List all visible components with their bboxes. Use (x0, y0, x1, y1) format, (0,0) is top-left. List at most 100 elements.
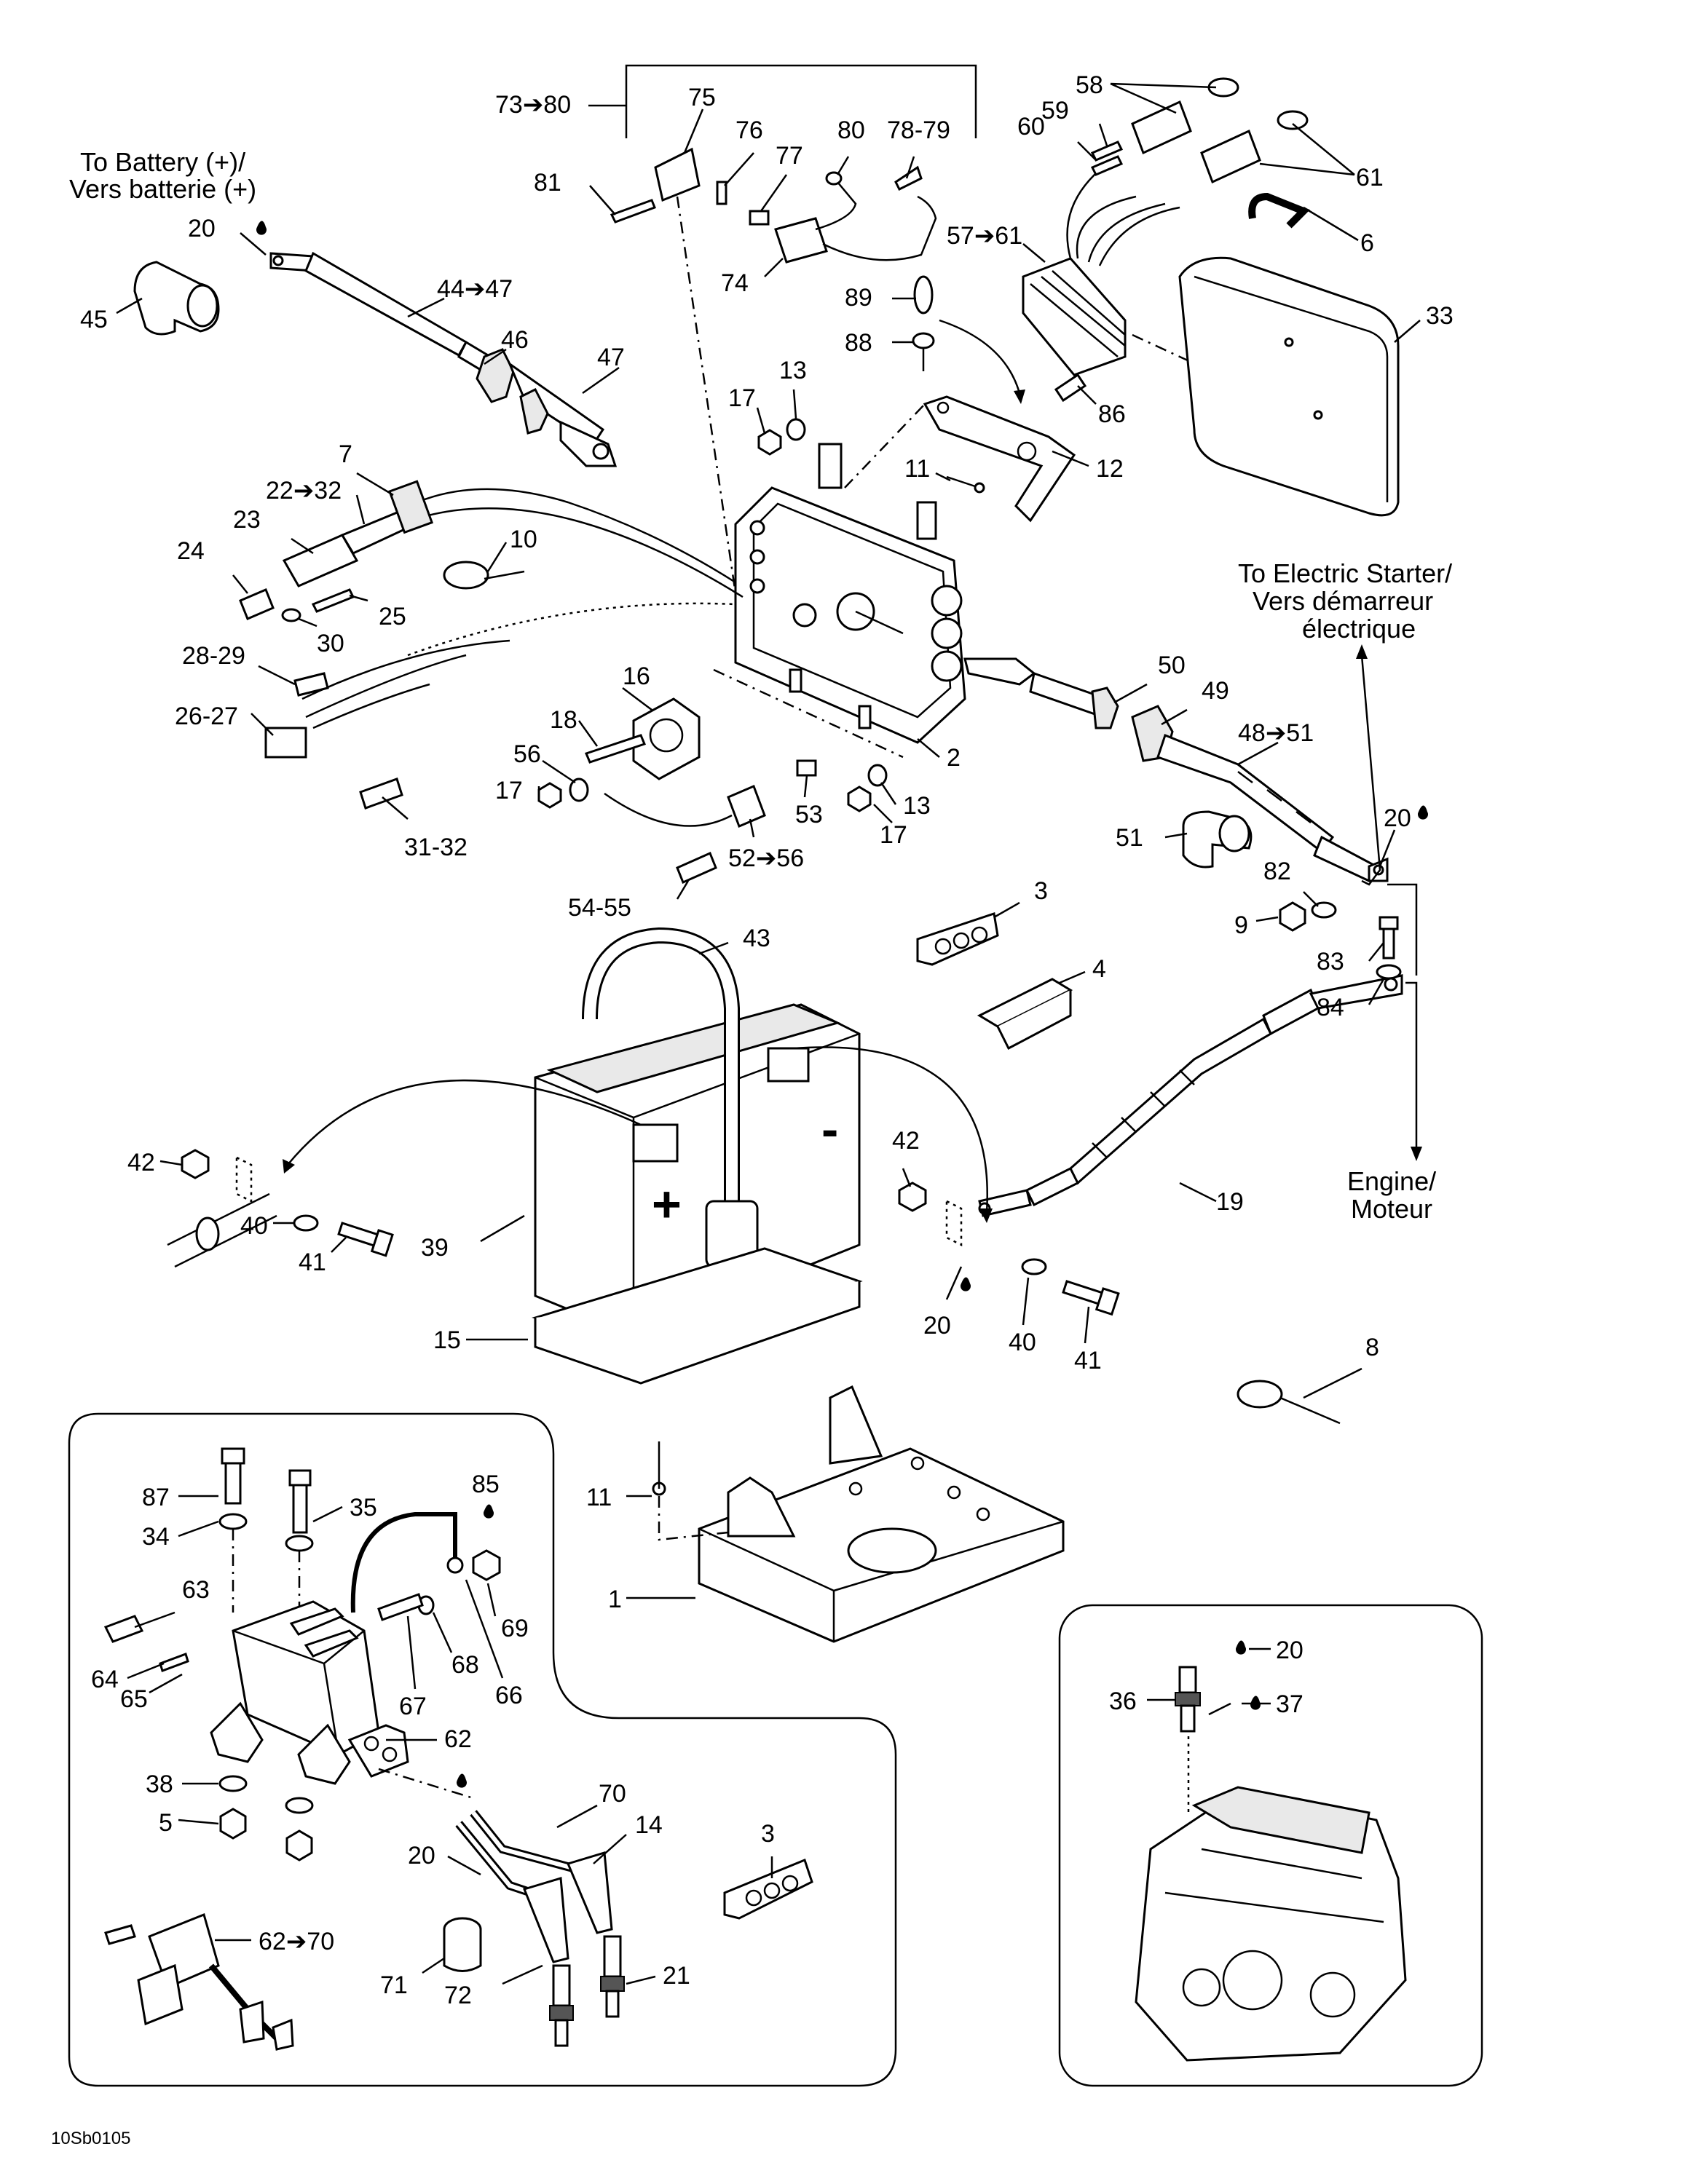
rivet-11-top (946, 475, 985, 494)
terminal-64-65 (159, 1653, 189, 1672)
label-37: 37 (1276, 1690, 1304, 1718)
spark-plug-21a (600, 1935, 625, 2018)
label-72: 72 (444, 1982, 472, 2009)
label-17-left: 17 (495, 777, 523, 804)
kit-bracket (625, 64, 977, 138)
drawing-number: 10Sb0105 (51, 2129, 130, 2148)
terminal-25 (311, 588, 355, 613)
label-80: 80 (837, 116, 865, 144)
electrical-box-2 (734, 443, 966, 744)
label-1: 1 (608, 1586, 622, 1613)
leader-lines (116, 82, 1421, 1985)
label-64: 64 (91, 1666, 119, 1693)
bolt-81 (610, 199, 656, 223)
connector-58b (1200, 129, 1261, 184)
label-42-left: 42 (127, 1149, 155, 1176)
label-9: 9 (1234, 911, 1248, 939)
label-58: 58 (1076, 71, 1103, 99)
label-13-top: 13 (779, 357, 807, 384)
tube-54-55 (676, 851, 717, 885)
bolt-41-right (1062, 1280, 1120, 1316)
label-17-top: 17 (728, 384, 756, 412)
label-3-top: 3 (1034, 877, 1048, 905)
label-21: 21 (663, 1962, 690, 1990)
note-starter-line2: Vers démarreur (1253, 586, 1433, 616)
label-47: 47 (597, 344, 625, 371)
label-69: 69 (501, 1615, 529, 1642)
label-20-mid: 20 (923, 1312, 951, 1340)
label-41-left: 41 (299, 1249, 326, 1276)
part-labels: 73➔80 75 76 77 80 78-79 81 74 58 59 60 6… (80, 71, 1454, 2009)
label-34: 34 (142, 1523, 170, 1551)
label-48-51: 48➔51 (1238, 719, 1314, 747)
washer-34b (285, 1535, 314, 1552)
label-57-61: 57➔61 (947, 222, 1022, 250)
label-82: 82 (1263, 858, 1291, 885)
nut-17-right (847, 786, 872, 812)
label-3-inset: 3 (761, 1820, 775, 1848)
note-battery-line2: Vers batterie (+) (69, 174, 256, 204)
terminal-78-79 (894, 165, 923, 191)
solenoid-16 (632, 697, 701, 780)
label-11-top: 11 (904, 455, 930, 483)
washer-56 (569, 778, 589, 802)
fuse-53 (796, 759, 817, 777)
label-12: 12 (1096, 455, 1124, 483)
tie-89 (913, 275, 934, 314)
label-13-right: 13 (903, 792, 931, 820)
terminal-80 (825, 171, 843, 186)
label-88: 88 (845, 329, 872, 357)
ignition-coil-62 (210, 1600, 409, 1785)
connector-74 (774, 181, 937, 264)
label-8: 8 (1365, 1334, 1379, 1361)
label-53: 53 (795, 801, 823, 828)
engine-block (1135, 1786, 1407, 2062)
label-40-left: 40 (240, 1212, 268, 1240)
label-56: 56 (513, 740, 541, 768)
note-starter-line1: To Electric Starter/ (1238, 558, 1452, 588)
washer-34 (218, 1513, 248, 1530)
nut-9 (1279, 901, 1306, 932)
label-26-27: 26-27 (175, 703, 238, 730)
connector-24 (239, 588, 275, 620)
support-3 (916, 912, 999, 966)
ht-cables-70 (455, 1810, 613, 1963)
label-65: 65 (120, 1685, 148, 1713)
nut-17-top (757, 429, 782, 456)
label-20-top: 20 (188, 215, 216, 242)
bolt-18 (584, 734, 647, 764)
label-61: 61 (1356, 164, 1384, 191)
nut-17-left (537, 782, 562, 809)
label-63: 63 (182, 1576, 210, 1604)
note-engine-line2: Moteur (1351, 1194, 1432, 1224)
label-76: 76 (735, 116, 763, 144)
label-66: 66 (495, 1682, 523, 1709)
battery-holder-1 (698, 1385, 1065, 1643)
label-83: 83 (1317, 948, 1344, 976)
seal-58-mid (1277, 110, 1309, 130)
washer-13-right (867, 764, 888, 787)
label-44-47: 44➔47 (437, 275, 513, 303)
label-23: 23 (233, 506, 261, 534)
connector-58a (1131, 100, 1192, 155)
support-4 (977, 978, 1073, 1051)
label-5: 5 (159, 1809, 173, 1837)
label-35: 35 (350, 1494, 377, 1522)
label-46: 46 (501, 326, 529, 354)
label-40-right: 40 (1009, 1329, 1036, 1356)
ground-cable-19 (978, 974, 1403, 1217)
rivet-11-bottom (652, 1441, 666, 1496)
nut-42-right (898, 1182, 927, 1212)
label-38: 38 (146, 1770, 173, 1798)
label-30: 30 (317, 630, 344, 657)
label-7: 7 (339, 440, 352, 468)
label-15: 15 (433, 1326, 461, 1354)
cover-33 (1178, 256, 1400, 517)
note-engine-line1: Engine/ (1347, 1166, 1436, 1196)
washer-84 (1376, 964, 1402, 980)
starter-boot-51 (1182, 810, 1253, 869)
label-78-79: 78-79 (887, 116, 950, 144)
label-49: 49 (1202, 677, 1229, 705)
bolt-67 (377, 1593, 424, 1621)
label-24: 24 (177, 537, 205, 565)
